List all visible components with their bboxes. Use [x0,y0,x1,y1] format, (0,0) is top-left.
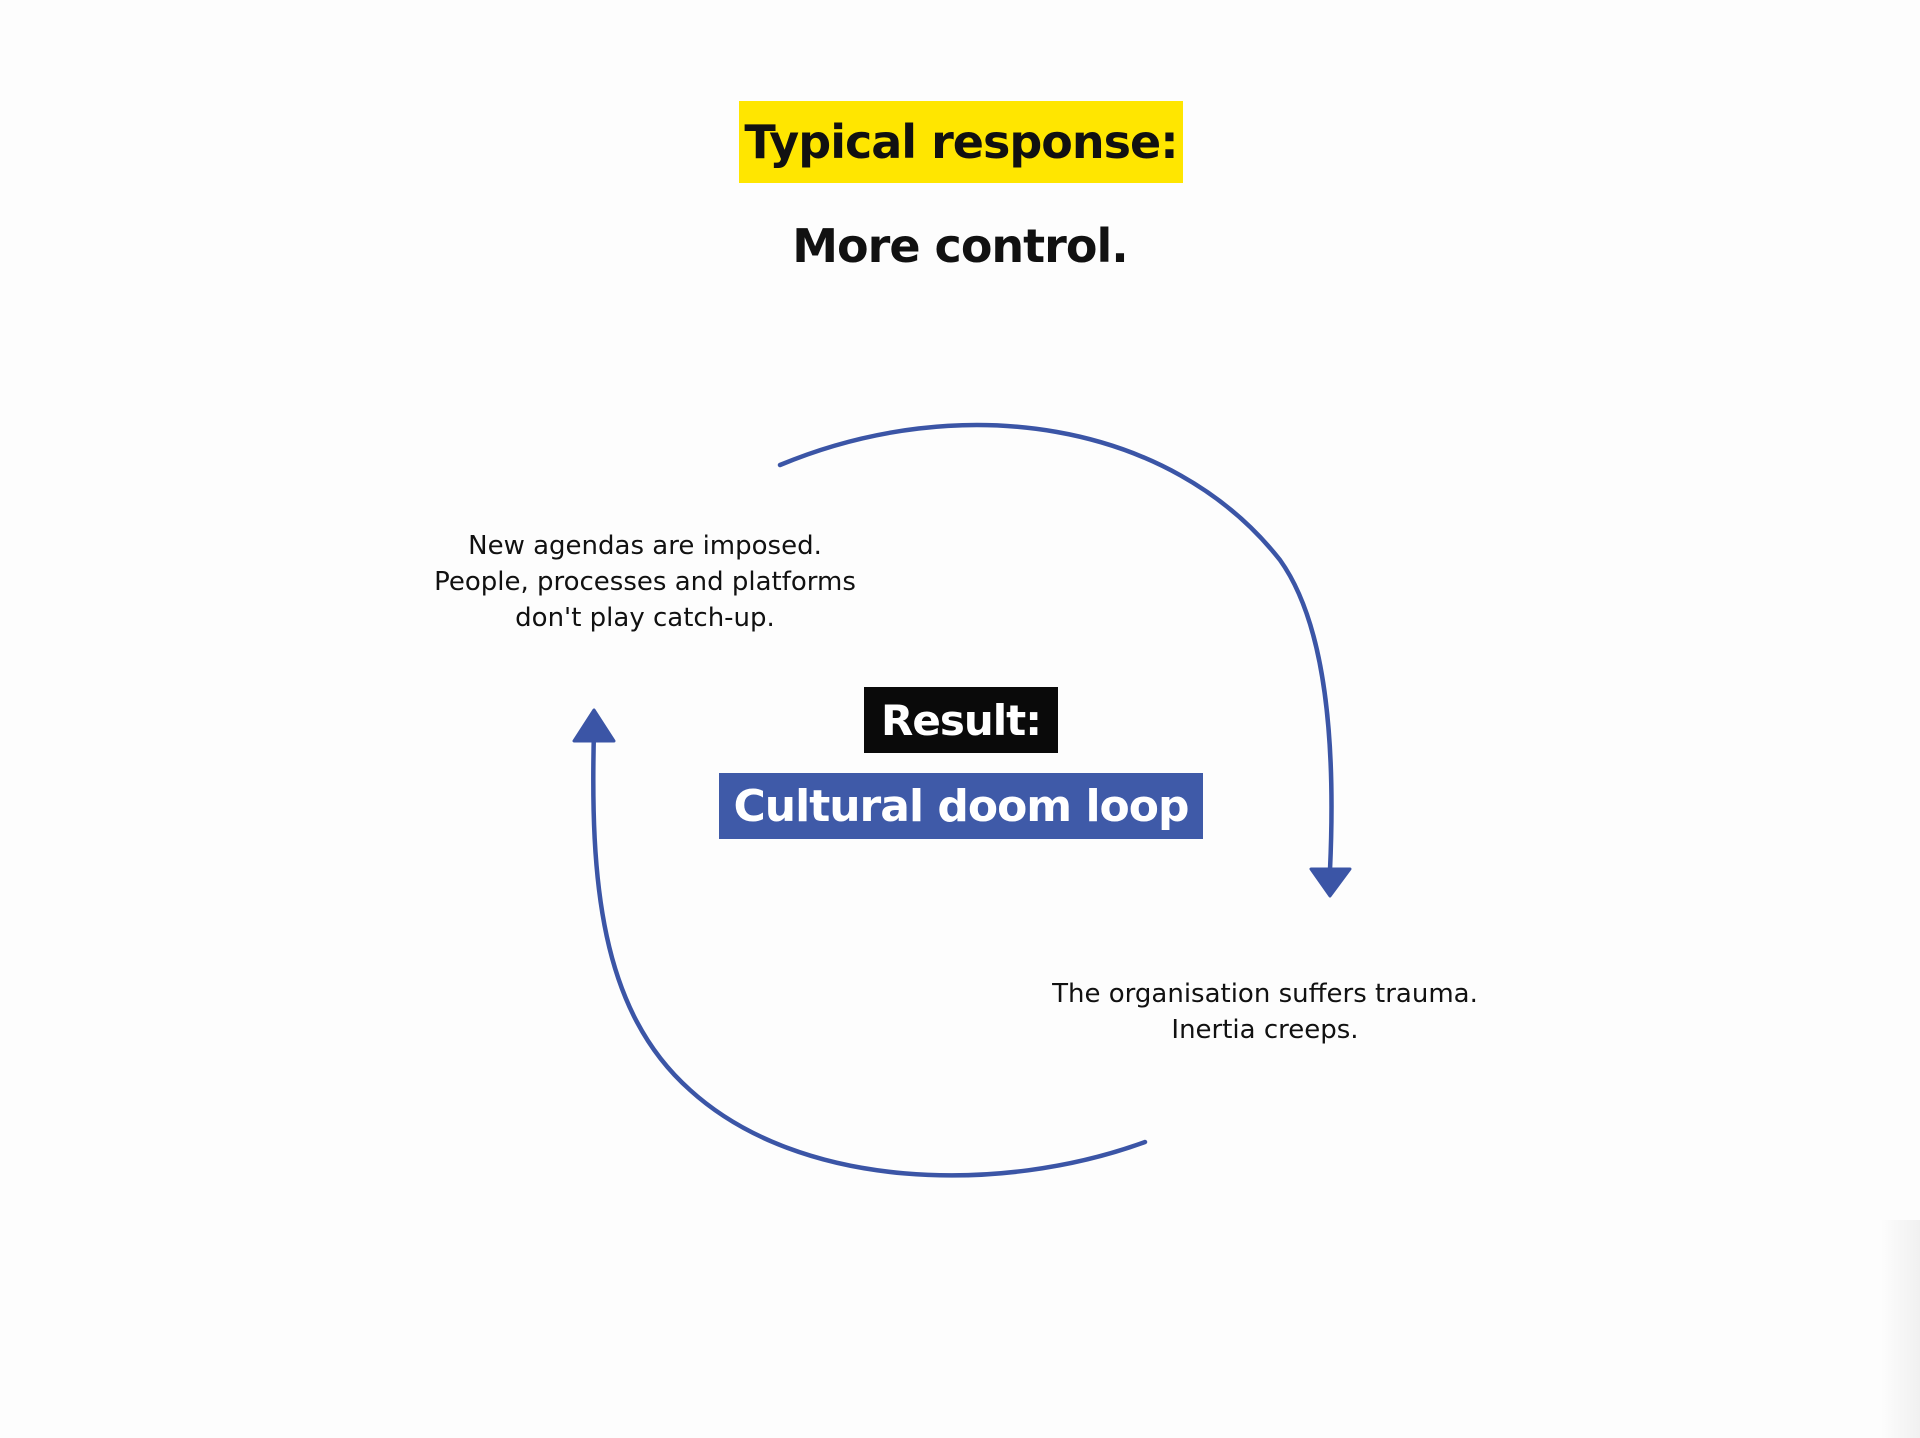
arrow-arc-clockwise-right [777,422,1334,873]
result-label-badge: Result: [864,687,1058,753]
typical-response-label: Typical response: [739,101,1183,183]
result-label-text: Result: [881,695,1042,745]
cultural-doom-loop-text: Cultural doom loop [733,780,1190,832]
arrowhead-down-icon [1309,867,1352,898]
arrowhead-up-icon [572,708,616,743]
arrow-arc-clockwise-left [591,727,1148,1178]
more-control-text: More control. [792,219,1128,273]
typical-response-text: Typical response: [744,115,1178,169]
node-line: The organisation suffers trauma. [1052,979,1478,1009]
node-line: New agendas are imposed. [468,531,822,561]
node-line: Inertia creeps. [1171,1015,1359,1045]
cycle-node-trauma: The organisation suffers trauma. Inertia… [1020,976,1510,1048]
page-edge-shadow [1880,1220,1920,1438]
cultural-doom-loop-badge: Cultural doom loop [719,773,1203,839]
cycle-node-imposed-agendas: New agendas are imposed. People, process… [400,528,890,636]
more-control-statement: More control. [700,208,1220,284]
node-line: People, processes and platforms [434,567,856,597]
node-line: don't play catch-up. [515,603,775,633]
